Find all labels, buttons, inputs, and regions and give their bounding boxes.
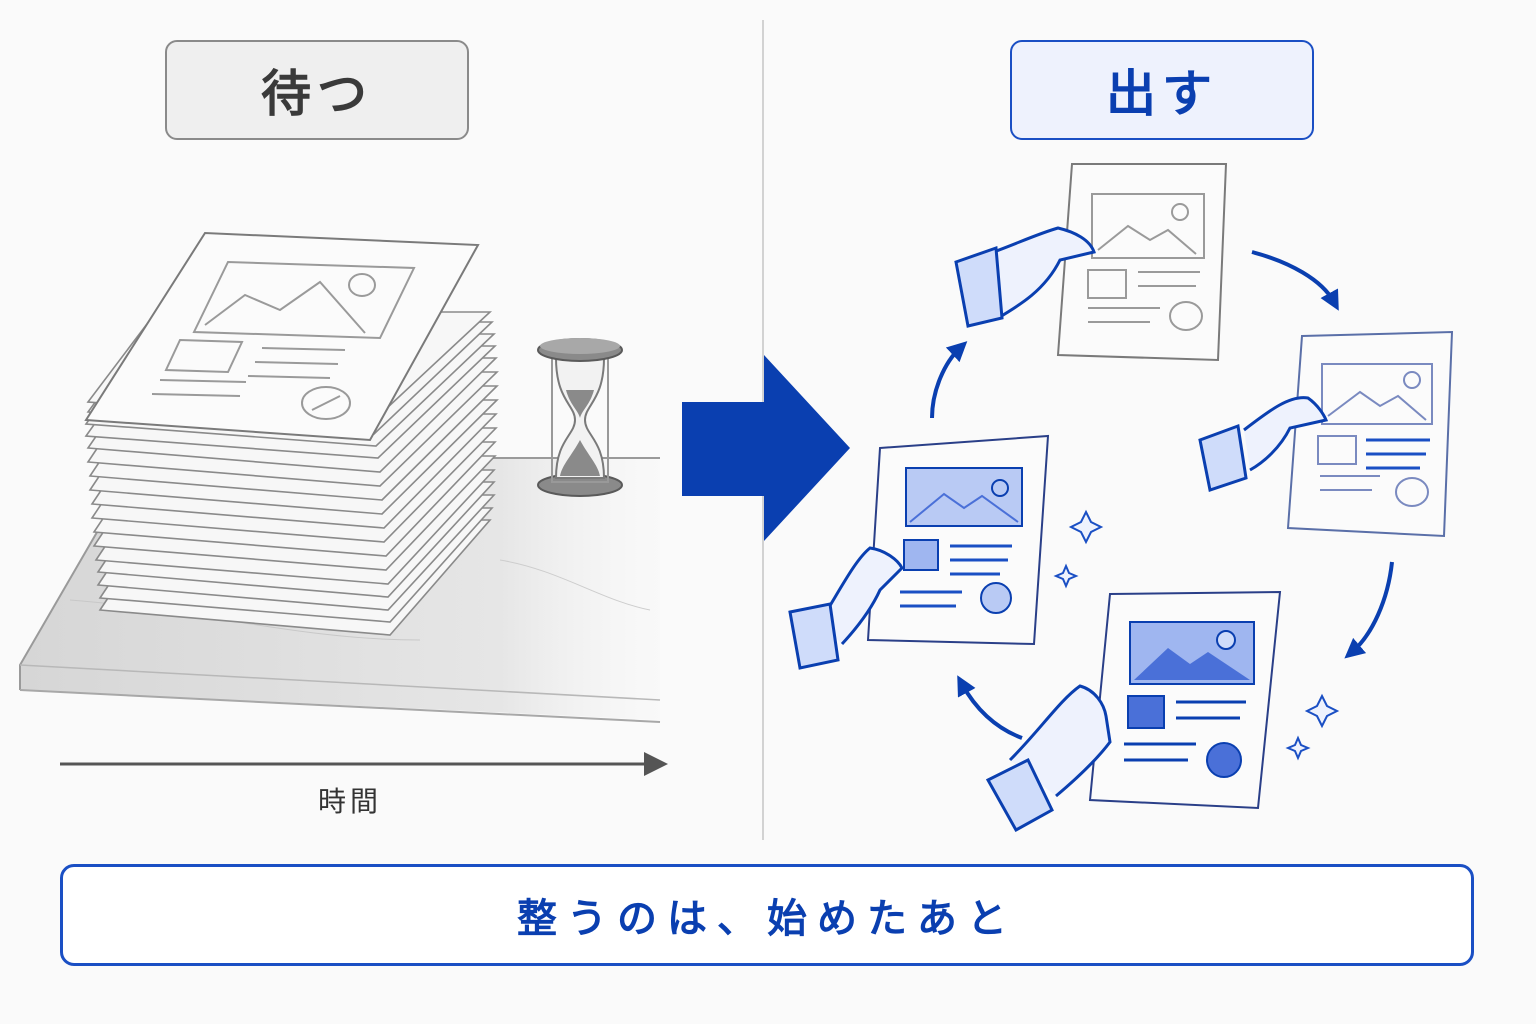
top-sheet-content: [151, 260, 416, 420]
footer-message: 整うのは、始めたあと: [517, 896, 1017, 942]
time-axis-arrow: [60, 752, 668, 776]
sheet-bottom: [985, 590, 1282, 833]
cycle-arrows-icon: [930, 250, 1394, 740]
wait-label: 待つ: [165, 40, 469, 140]
time-axis-label: 時間: [317, 785, 382, 818]
footer-message-box: 整うのは、始めたあと: [60, 864, 1474, 966]
sheet-right: [1198, 330, 1454, 538]
sheet-top: [954, 163, 1228, 362]
hourglass-icon: [537, 338, 623, 497]
paper-stack-icon: [84, 231, 499, 636]
sparkle-icon: [1053, 509, 1340, 761]
send-label: 出す: [1010, 40, 1314, 140]
sheet-left: [788, 434, 1050, 670]
